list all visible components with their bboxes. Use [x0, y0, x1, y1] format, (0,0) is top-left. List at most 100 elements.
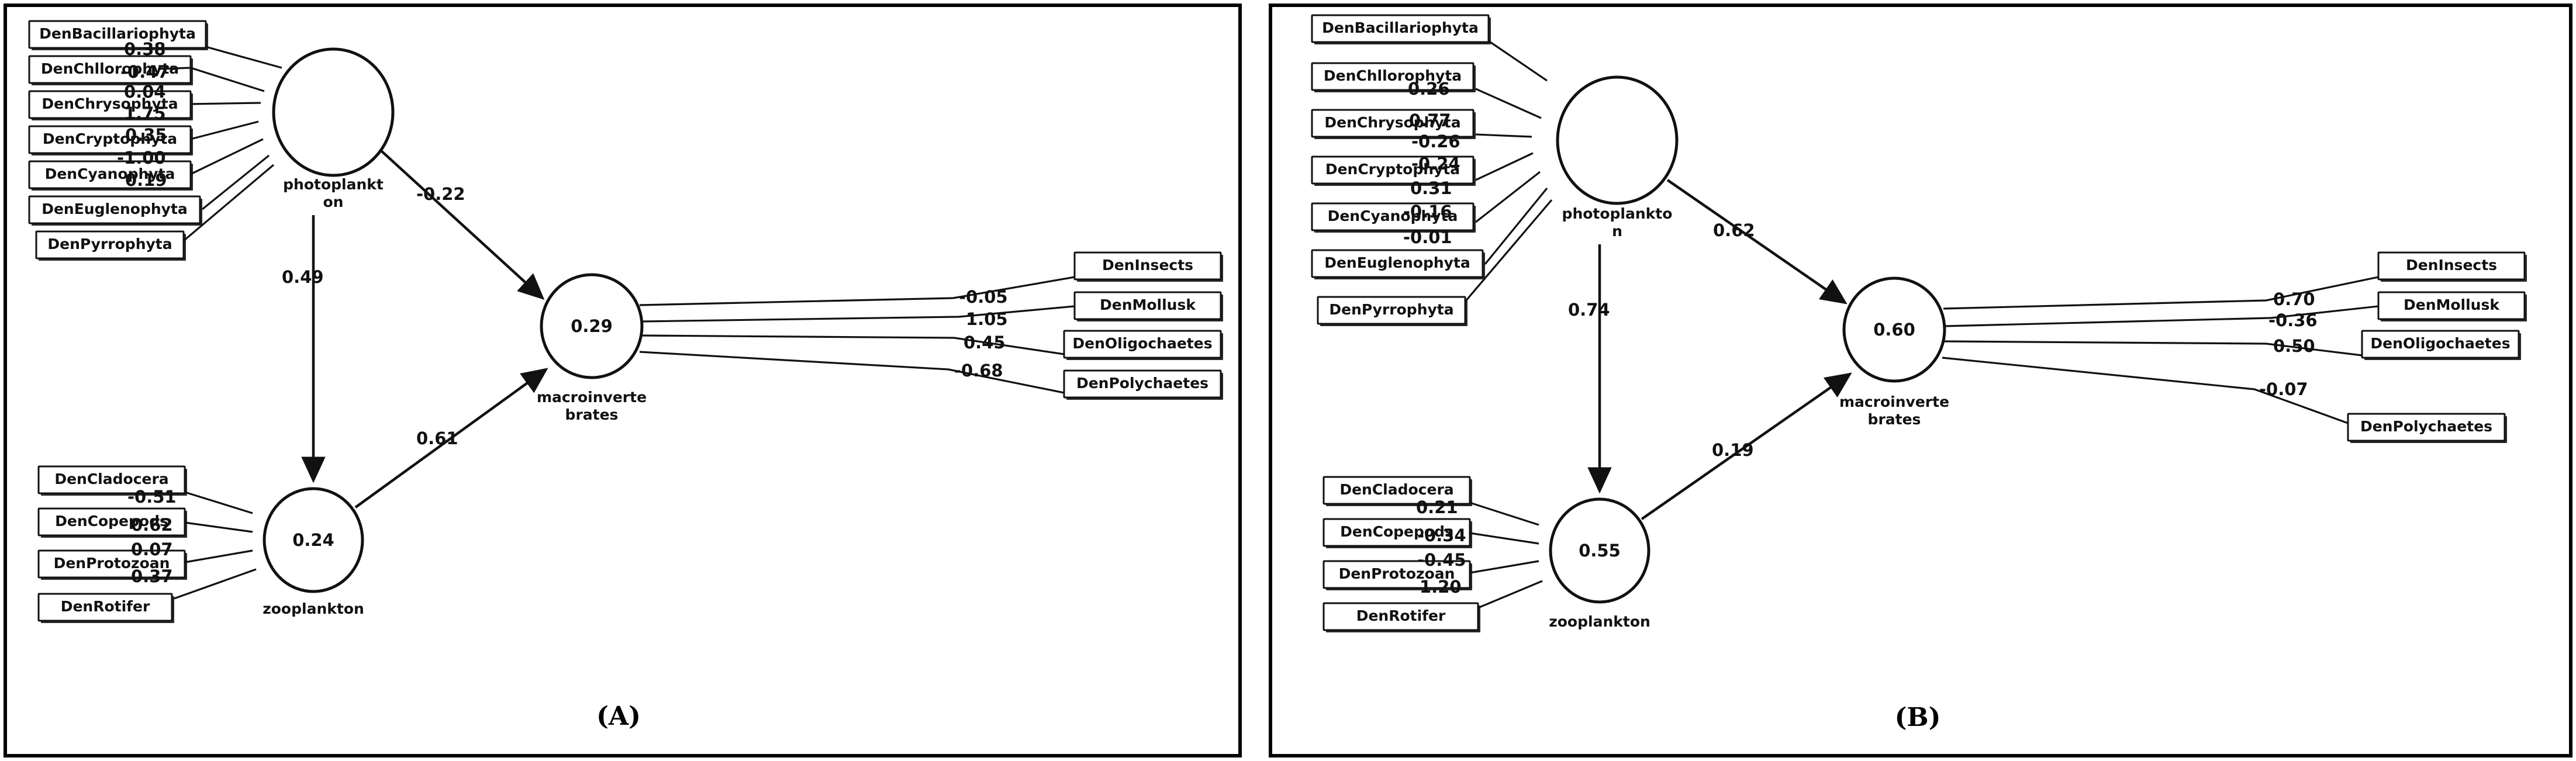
indicator-box[interactable]: DenOligochaetes [2361, 330, 2521, 360]
indicator-label: DenProtozoan [54, 555, 170, 572]
coefficient-label: 0.31 [1410, 178, 1452, 198]
coefficient-label: -0.51 [127, 487, 177, 507]
indicator-label: DenOligochaetes [2370, 335, 2510, 352]
coefficient-label: -0.24 [1411, 154, 1460, 174]
coefficient-label: 0.49 [282, 267, 324, 287]
indicator-box[interactable]: DenCyanophyta [1311, 202, 1476, 233]
indicator-box[interactable]: DenCladocera [1322, 476, 1472, 506]
latent-node-zooplankton[interactable]: 0.24 zooplankton [263, 487, 364, 617]
path-photoplankton-to-macroinvertebrates [380, 150, 545, 300]
indicator-box[interactable]: DenPyrrophyta [35, 230, 186, 261]
indicator-label: DenCryptophyta [43, 130, 177, 147]
latent-node-label: macroinverte [1839, 393, 1949, 410]
latent-node-zooplankton[interactable]: 0.55 zooplankton [1549, 497, 1650, 630]
coefficient-label: 0.74 [1568, 300, 1610, 320]
indicator-box[interactable]: DenCladocera [37, 465, 187, 496]
latent-node-macroinvertebrates[interactable]: 0.60 macroinverte brates [1839, 276, 1949, 428]
panel-b-frame: DenBacillariophyta DenChllorophyta DenCh… [1269, 4, 2572, 757]
indicator-box[interactable]: DenInsects [1073, 251, 1223, 282]
indicator-label: DenCladocera [54, 471, 168, 487]
panel-b-phyto-coefs: 0.26 0.77 -0.26 -0.24 0.31 -0.16 -0.01 [1403, 79, 1460, 247]
coefficient-label: 0.45 [964, 333, 1006, 352]
coefficient-label: 1.75 [124, 103, 166, 123]
coefficient-label: -0.36 [2268, 310, 2318, 330]
indicator-box[interactable]: DenRotifer [37, 593, 174, 623]
panel-b-phyto-indicators: DenBacillariophyta DenChllorophyta DenCh… [1311, 14, 1491, 326]
panel-a-macro-coefs: -0.05 1.05 0.45 -0.68 [954, 287, 1008, 380]
coefficient-label: -0.34 [1417, 525, 1466, 545]
coefficient-label: 0.38 [124, 39, 166, 59]
r-squared-value: 0.24 [292, 530, 334, 550]
indicator-label: DenMollusk [1100, 296, 1196, 313]
indicator-box[interactable]: DenChllorophyta [28, 55, 193, 85]
indicator-label: DenInsects [2406, 257, 2497, 274]
latent-node-photoplankton[interactable]: photoplankt on [272, 47, 395, 210]
coefficient-label: 0.70 [2273, 289, 2315, 309]
latent-node-label: photoplankt [283, 176, 384, 193]
indicator-box[interactable]: DenBacillariophyta [28, 20, 208, 50]
indicator-label: DenRotifer [61, 598, 150, 615]
r-squared-value: 0.60 [1873, 320, 1915, 340]
coefficient-label: -0.01 [1403, 227, 1452, 247]
indicator-box[interactable]: DenCopepods [1322, 518, 1472, 548]
coefficient-label: 0.77 [1409, 110, 1451, 130]
panel-a-macro-edges [639, 276, 1075, 394]
latent-node-macroinvertebrates[interactable]: 0.29 macroinverte brates [537, 273, 647, 423]
indicator-box[interactable]: DenPolychaetes [1063, 369, 1223, 400]
latent-node-label: zooplankton [1549, 613, 1650, 630]
coefficient-label: -0.45 [1417, 550, 1466, 570]
indicator-box[interactable]: DenPolychaetes [2347, 413, 2507, 443]
indicator-box[interactable]: DenProtozoan [37, 549, 187, 580]
indicator-label: DenChllorophyta [41, 60, 179, 77]
indicator-box[interactable]: DenCyanophyta [28, 160, 193, 191]
panel-b-macro-indicators: DenInsects DenMollusk DenOligochaetes De… [2347, 251, 2527, 443]
coefficient-label: 0.62 [1713, 220, 1755, 240]
coefficient-label: 0.35 [125, 125, 167, 145]
indicator-box[interactable]: DenRotifer [1322, 602, 1480, 632]
indicator-box[interactable]: DenProtozoan [1322, 560, 1472, 590]
coefficient-label: -1.00 [117, 148, 166, 168]
panel-tag-a: (A) [596, 701, 641, 731]
indicator-label: DenPolychaetes [2360, 418, 2492, 435]
indicator-label: DenChrysophyta [1324, 114, 1460, 131]
panel-a-phyto-coefs: 0.38 -0.47 0.04 1.75 0.35 -1.00 0.19 [117, 39, 170, 190]
indicator-label: DenChllorophyta [1324, 67, 1462, 84]
latent-node-photoplankton[interactable]: photoplankto n [1556, 75, 1679, 240]
indicator-label: DenCladocera [1339, 481, 1453, 498]
indicator-box[interactable]: DenChrysophyta [28, 90, 193, 120]
indicator-box[interactable]: DenPyrrophyta [1317, 296, 1467, 326]
indicator-box[interactable]: DenInsects [2377, 251, 2527, 282]
panel-a-phyto-edges [157, 46, 282, 242]
indicator-label: DenInsects [1102, 257, 1193, 274]
latent-node-label: macroinverte [537, 389, 647, 406]
indicator-box[interactable]: DenEuglenophyta [28, 195, 202, 226]
indicator-box[interactable]: DenOligochaetes [1063, 330, 1223, 360]
indicator-box[interactable]: DenChllorophyta [1311, 62, 1476, 92]
panel-a-structural-paths: -0.22 0.49 0.61 [282, 150, 548, 509]
coefficient-label: 0.61 [416, 428, 458, 448]
latent-node-label-line2: brates [1868, 411, 1921, 428]
indicator-box[interactable]: DenMollusk [2377, 291, 2527, 321]
indicator-label: DenPyrrophyta [1329, 301, 1453, 318]
indicator-label: DenCyanophyta [1328, 207, 1458, 224]
indicator-box[interactable]: DenCopepods [37, 507, 187, 538]
indicator-box[interactable]: DenChrysophyta [1311, 109, 1476, 139]
panel-a-frame: DenBacillariophyta DenChllorophyta DenCh… [4, 4, 1242, 757]
latent-node-label-line2: n [1612, 223, 1622, 240]
latent-node-label-line2: on [323, 193, 344, 210]
coefficient-label: 0.21 [1416, 497, 1458, 517]
indicator-box[interactable]: DenMollusk [1073, 291, 1223, 321]
coefficient-label: -0.47 [120, 62, 170, 82]
indicator-box[interactable]: DenBacillariophyta [1311, 14, 1491, 44]
indicator-box[interactable]: DenCryptophyta [28, 125, 193, 155]
indicator-label: DenPolychaetes [1076, 375, 1208, 392]
indicator-box[interactable]: DenEuglenophyta [1311, 249, 1485, 279]
indicator-label: DenChrysophyta [42, 95, 178, 112]
indicator-box[interactable]: DenCryptophyta [1311, 155, 1476, 186]
panel-b-zoo-edges [1469, 501, 1543, 609]
r-squared-value: 0.29 [571, 316, 613, 336]
indicator-label: DenEuglenophyta [1324, 254, 1470, 271]
indicator-label: DenMollusk [2404, 296, 2500, 313]
panel-b-phyto-edges [1464, 40, 1553, 303]
